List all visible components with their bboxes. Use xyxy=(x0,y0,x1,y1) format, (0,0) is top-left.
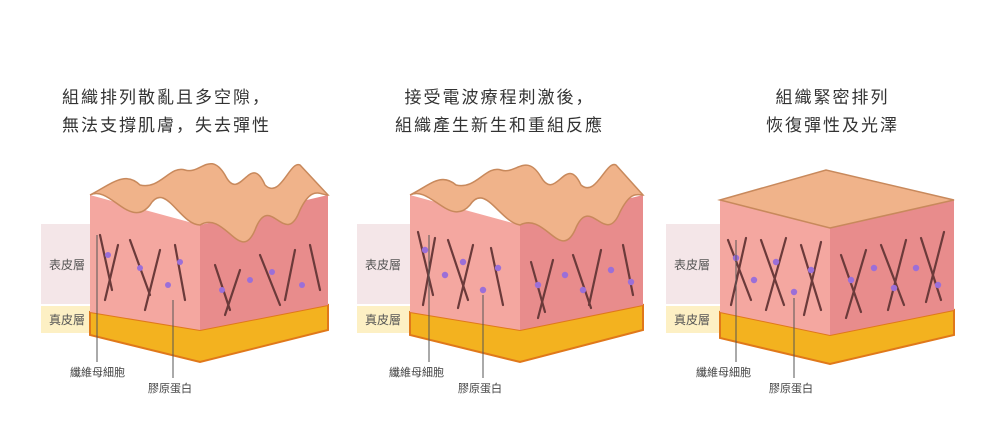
skin-block-restored xyxy=(717,169,955,378)
caption-line-2: 無法支撐肌膚，失去彈性 xyxy=(62,116,271,136)
caption-line-2: 組織產生新生和重組反應 xyxy=(395,116,604,136)
dermis-label: 真皮層 xyxy=(666,306,720,333)
fibroblast-callout: 纖維母細胞 xyxy=(70,366,125,379)
caption-line-1: 接受電波療程刺激後， xyxy=(404,88,595,108)
panel-caption: 接受電波療程刺激後， 組織產生新生和重組反應 xyxy=(333,84,666,140)
epidermis-label: 表皮層 xyxy=(41,224,95,304)
epidermis-label: 表皮層 xyxy=(357,224,411,304)
fibroblast-callout: 纖維母細胞 xyxy=(696,366,751,379)
panel-caption: 組織緊密排列 恢復彈性及光澤 xyxy=(666,84,999,140)
panel-damaged: 組織排列散亂且多空隙， 無法支撐肌膚，失去彈性 表皮層 真皮層 xyxy=(0,0,333,442)
panel-restored: 組織緊密排列 恢復彈性及光澤 表皮層 真皮層 xyxy=(666,0,999,442)
collagen-callout: 膠原蛋白 xyxy=(148,382,192,395)
caption-line-2: 恢復彈性及光澤 xyxy=(766,116,899,136)
panel-treatment: 接受電波療程刺激後， 組織產生新生和重組反應 表皮層 真皮層 xyxy=(333,0,666,442)
fibroblast-callout: 纖維母細胞 xyxy=(389,366,444,379)
collagen-callout: 膠原蛋白 xyxy=(458,382,502,395)
caption-line-1: 組織排列散亂且多空隙， xyxy=(62,88,271,108)
skin-block-damaged xyxy=(89,162,330,378)
dermis-label: 真皮層 xyxy=(41,306,95,333)
dermis-label: 真皮層 xyxy=(357,306,411,333)
caption-line-1: 組織緊密排列 xyxy=(775,88,890,108)
skin-block-treatment xyxy=(409,164,645,378)
panel-caption: 組織排列散亂且多空隙， 無法支撐肌膚，失去彈性 xyxy=(0,84,333,140)
collagen-callout: 膠原蛋白 xyxy=(769,382,813,395)
epidermis-label: 表皮層 xyxy=(666,224,720,304)
